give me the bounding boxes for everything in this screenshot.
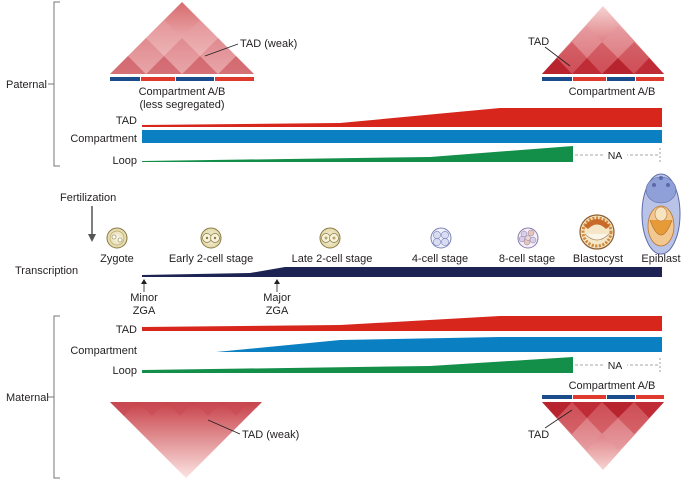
minor-zga-label-line1: Minor xyxy=(130,292,158,304)
maternal-loop-track xyxy=(142,357,573,373)
paternal-compartment-label-right: Compartment A/B xyxy=(569,86,656,98)
transcription-track xyxy=(142,267,662,277)
fertilization-arrow xyxy=(88,206,96,242)
epiblast-icon xyxy=(641,173,681,255)
stage-zygote: Zygote xyxy=(100,253,134,265)
minor-zga-marker xyxy=(141,279,147,292)
8-cell-icon xyxy=(517,227,539,249)
maternal-compartment-bar-right xyxy=(542,395,664,399)
major-zga-label-line1: Major xyxy=(263,292,291,304)
paternal-compartment-label: Compartment A/B xyxy=(139,86,226,98)
maternal-track-compartment-label: Compartment xyxy=(70,345,137,357)
stage-4-cell: 4-cell stage xyxy=(412,253,468,265)
stage-early-2-cell: Early 2-cell stage xyxy=(169,253,253,265)
stage-late-2-cell: Late 2-cell stage xyxy=(292,253,373,265)
blastocyst-icon xyxy=(579,214,615,250)
paternal-tad-heatmap-strong xyxy=(542,6,664,74)
paternal-bracket xyxy=(48,1,60,167)
paternal-compartment-bar xyxy=(110,77,254,81)
4-cell-icon xyxy=(430,227,452,249)
minor-zga-label-line2: ZGA xyxy=(133,305,156,317)
maternal-label: Maternal xyxy=(6,392,49,404)
paternal-tad-track xyxy=(142,108,662,127)
paternal-tad-weak-label: TAD (weak) xyxy=(240,38,297,50)
paternal-compartment-track xyxy=(142,130,662,143)
maternal-tad-label-right: TAD xyxy=(528,429,549,441)
stage-8-cell: 8-cell stage xyxy=(499,253,555,265)
maternal-tad-heatmap-strong xyxy=(542,402,664,470)
maternal-track-tad-label: TAD xyxy=(116,324,137,336)
paternal-track-compartment-label: Compartment xyxy=(70,133,137,145)
maternal-tad-weak-label: TAD (weak) xyxy=(242,429,299,441)
maternal-tad-heatmap-weak xyxy=(110,402,262,478)
paternal-tad-label-right: TAD xyxy=(528,36,549,48)
maternal-bracket xyxy=(48,315,60,479)
maternal-compartment-label-right: Compartment A/B xyxy=(569,380,656,392)
paternal-track-tad-label: TAD xyxy=(116,115,137,127)
major-zga-label-line2: ZGA xyxy=(266,305,289,317)
paternal-loop-na: NA xyxy=(608,150,623,162)
maternal-tad-track xyxy=(142,316,662,331)
paternal-compartment-bar-right xyxy=(542,77,664,81)
paternal-tad-heatmap-weak xyxy=(110,2,254,74)
major-zga-marker xyxy=(274,279,280,292)
paternal-track-loop-label: Loop xyxy=(113,155,137,167)
maternal-track-loop-label: Loop xyxy=(113,365,137,377)
paternal-compartment-sublabel: (less segregated) xyxy=(140,99,225,111)
stage-blastocyst: Blastocyst xyxy=(573,253,623,265)
maternal-loop-na: NA xyxy=(608,360,623,372)
early-2-cell-icon xyxy=(200,227,222,249)
paternal-loop-track xyxy=(142,146,573,162)
late-2-cell-icon xyxy=(319,227,341,249)
transcription-label: Transcription xyxy=(15,265,78,277)
fertilization-label: Fertilization xyxy=(60,192,116,204)
stage-epiblast: Epiblast xyxy=(641,253,680,265)
paternal-label: Paternal xyxy=(6,79,47,91)
maternal-compartment-track xyxy=(216,337,662,352)
zygote-icon xyxy=(106,227,128,249)
